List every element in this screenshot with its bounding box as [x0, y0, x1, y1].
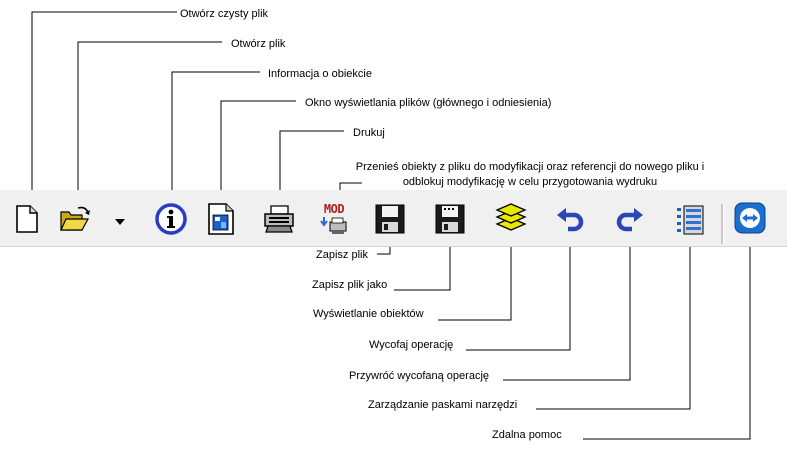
- line-new-file: [31, 11, 177, 200]
- line-layers: [438, 238, 518, 321]
- label-new-file: Otwórz czysty plik: [180, 8, 269, 20]
- label-save-as: Zapisz plik jako: [312, 279, 388, 291]
- label-toolbars: Zarządzanie paskami narzędzi: [368, 399, 518, 411]
- undo-icon[interactable]: [553, 202, 587, 236]
- toolbars-list-icon[interactable]: [673, 202, 707, 236]
- line-toolbars: [536, 238, 697, 410]
- line-redo: [503, 238, 637, 381]
- mod-transfer-icon[interactable]: MOD: [316, 200, 352, 238]
- file-view-icon[interactable]: [204, 202, 238, 236]
- label-print: Drukuj: [353, 127, 385, 139]
- label-save: Zapisz plik: [316, 249, 368, 261]
- line-file-view: [220, 100, 296, 200]
- save-as-icon[interactable]: [433, 202, 467, 236]
- line-undo: [466, 238, 577, 351]
- label-file-view: Okno wyświetlania plików (głównego i odn…: [305, 97, 552, 109]
- line-object-info: [171, 71, 260, 200]
- label-layers: Wyświetlanie obiektów: [313, 308, 424, 320]
- label-redo: Przywróć wycofaną operację: [349, 370, 490, 382]
- save-icon[interactable]: [373, 202, 407, 236]
- line-print: [279, 130, 344, 200]
- label-object-info: Informacja o obiekcie: [268, 68, 372, 80]
- label-remote: Zdalna pomoc: [492, 429, 562, 441]
- remote-help-icon[interactable]: [733, 201, 767, 235]
- layers-icon[interactable]: [494, 202, 528, 236]
- mod-icon-label: MOD: [323, 201, 345, 216]
- open-folder-icon[interactable]: [58, 202, 92, 236]
- redo-icon[interactable]: [613, 202, 647, 236]
- line-save-as: [394, 238, 457, 291]
- label-open-file: Otwórz plik: [231, 38, 286, 50]
- chevron-down-icon[interactable]: [110, 205, 130, 239]
- label-mod-transfer: Przenieś obiekty z pliku do modyfikacji …: [355, 161, 705, 188]
- new-file-icon[interactable]: [10, 202, 44, 236]
- printer-icon[interactable]: [262, 202, 296, 236]
- line-open-file: [77, 41, 222, 200]
- info-icon[interactable]: [154, 202, 188, 236]
- label-undo: Wycofaj operację: [369, 339, 454, 351]
- toolbar-separator: [721, 204, 724, 244]
- line-remote: [583, 238, 757, 440]
